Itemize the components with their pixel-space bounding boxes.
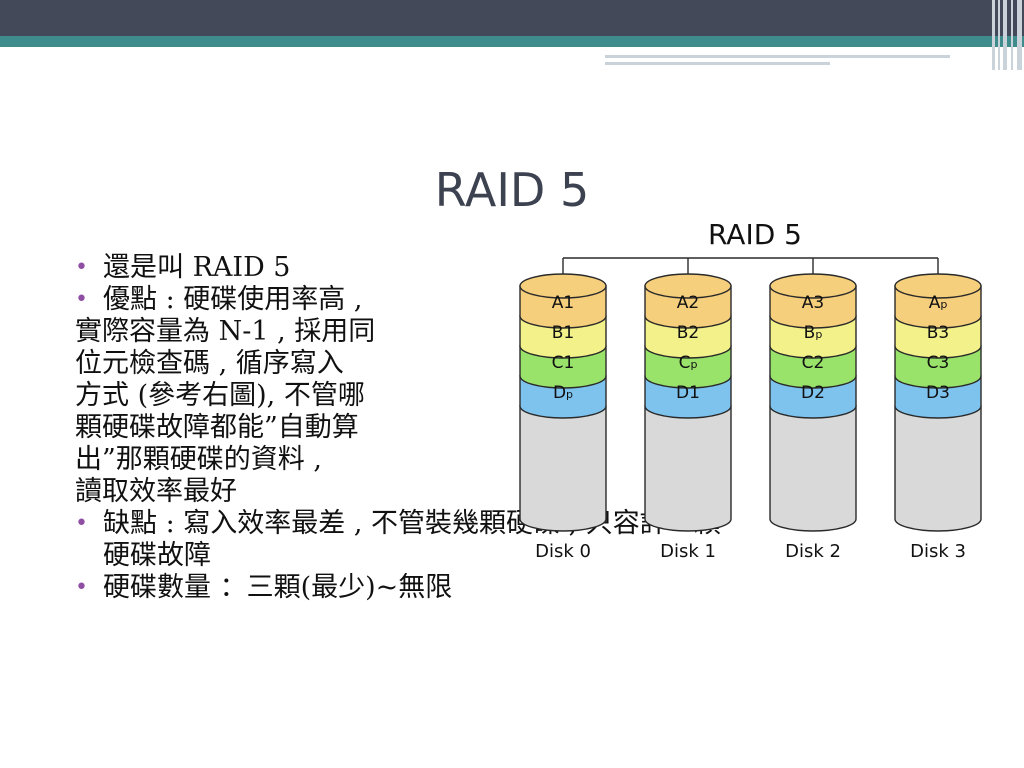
block-label: Cp (679, 353, 698, 373)
bullet-dot: • (75, 255, 88, 280)
header-decor-line (605, 62, 830, 65)
block-label: D2 (801, 383, 825, 403)
disk-top (519, 273, 607, 299)
block-label: D1 (676, 383, 700, 403)
block-label: Bp (804, 323, 823, 343)
disk-body (519, 405, 607, 532)
disk-body (769, 405, 857, 532)
block-label: Dp (553, 383, 573, 403)
block-label: A3 (802, 293, 824, 313)
bullet-item: • 優點 : 硬碟使用率高 , 實際容量為 N-1 , 採用同 位元檢查碼 , … (75, 284, 945, 508)
header-decor-line (605, 55, 950, 58)
bullet-line: 優點 : 硬碟使用率高 , (103, 284, 363, 315)
disk-top (894, 273, 982, 299)
bullet-line: 方式 (參考右圖), 不管哪 (75, 380, 365, 411)
bullet-line: 實際容量為 N-1 , 採用同 (75, 316, 376, 347)
bullet-item: • 缺點 : 寫入效率最差 , 不管裝幾顆硬碟 , 只容許一顆 硬碟故障 (75, 508, 945, 572)
disk-label: Disk 3 (910, 541, 966, 562)
block-label: B2 (677, 323, 699, 343)
block-label: B3 (927, 323, 949, 343)
disk-top (644, 273, 732, 299)
header-accent-bar (0, 36, 1024, 47)
disk-label: Disk 1 (660, 541, 716, 562)
bullet-item: • 還是叫 RAID 5 (75, 252, 945, 284)
disk-label: Disk 2 (785, 541, 841, 562)
block-label: A2 (677, 293, 699, 313)
header-bar (0, 0, 1024, 36)
block-label: C3 (927, 353, 950, 373)
block-label: C2 (802, 353, 825, 373)
bullet-line: 出”那顆硬碟的資料 , (75, 444, 322, 475)
bullet-line: 顆硬碟故障都能”自動算 (75, 412, 359, 443)
bullet-line: 位元檢查碼 , 循序寫入 (75, 348, 344, 379)
block-label: D3 (926, 383, 950, 403)
bullet-line: 硬碟故障 (103, 540, 211, 571)
bullet-item: • 硬碟數量 ：三顆(最少)~無限 (75, 572, 945, 604)
disk-body (894, 405, 982, 532)
block-label: B1 (552, 323, 574, 343)
disk-top (769, 273, 857, 299)
bullet-dot: • (75, 511, 88, 536)
bullet-dot: • (75, 287, 88, 312)
disk-body (644, 405, 732, 532)
bullet-line: 還是叫 RAID 5 (103, 252, 291, 283)
diagram-title: RAID 5 (708, 218, 802, 251)
bullet-dot: • (75, 575, 88, 600)
block-label: A1 (552, 293, 574, 313)
bullet-line: 缺點 : 寫入效率最差 , 不管裝幾顆硬碟 , 只容許一顆 (103, 508, 721, 539)
header-decor-stripes (992, 0, 1024, 70)
block-label: Ap (929, 293, 948, 313)
bullet-line: 讀取效率最好 (75, 476, 237, 507)
bullet-line: 硬碟數量 ：三顆(最少)~無限 (103, 572, 453, 603)
disk-label: Disk 0 (535, 541, 591, 562)
block-label: C1 (552, 353, 575, 373)
bullet-list: • 還是叫 RAID 5 • 優點 : 硬碟使用率高 , 實際容量為 N-1 ,… (75, 252, 945, 604)
slide-title: RAID 5 (434, 163, 590, 217)
